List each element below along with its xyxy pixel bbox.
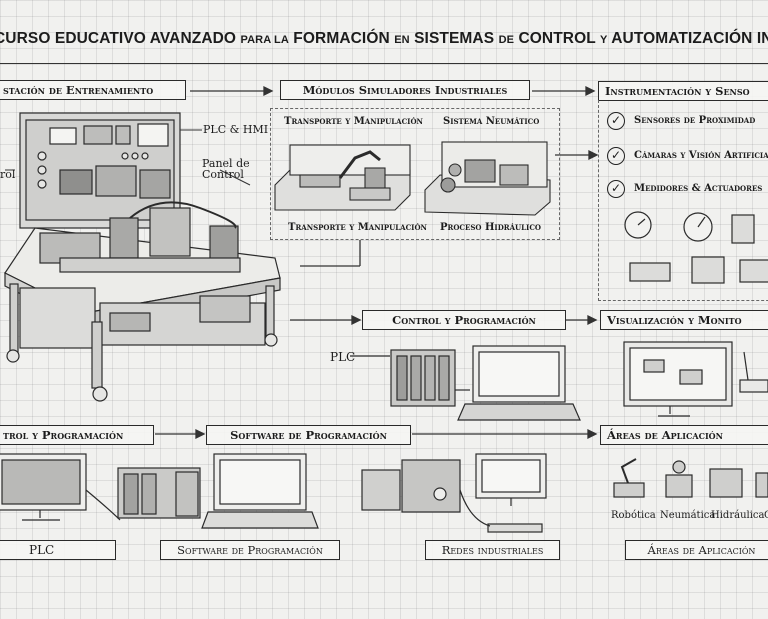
station-left-cut-label: rol xyxy=(0,168,15,181)
section-application-areas: Áreas de Aplicación xyxy=(600,425,768,445)
section-control-programming-left: trol y Programación xyxy=(0,425,154,445)
plc-label: PLC xyxy=(330,350,355,364)
module-top-left-label: Transporte y Manipulación xyxy=(284,116,423,127)
plc-laptop-illustration xyxy=(355,342,585,427)
control-panel-label-line2: Control xyxy=(202,169,250,180)
application-areas-illustration xyxy=(608,455,768,505)
module-bottom-left-label: Transporte y Manipulación xyxy=(288,222,427,233)
check-icon-proximity: ✓ xyxy=(607,112,625,130)
instrument-devices-illustration xyxy=(610,205,768,295)
bottom-areas-box: Áreas de Aplicación xyxy=(625,540,768,560)
bottom-software-box: Software de Programación xyxy=(160,540,340,560)
training-station-illustration xyxy=(0,108,290,408)
check-icon-gauges: ✓ xyxy=(607,180,625,198)
application-item-pneumatics: Neumática xyxy=(660,510,715,521)
bottom-equipment-illustration xyxy=(0,450,580,530)
application-item-robotics: Robótica xyxy=(611,510,656,521)
section-visualization: Visualización y Monito xyxy=(600,310,768,330)
control-panel-label: Panel de Control xyxy=(202,158,250,180)
instrument-item-gauges: Medidores & Actuadores xyxy=(634,183,762,194)
instrument-item-cameras: Cámaras y Visión Artificia xyxy=(634,150,768,161)
section-software: Software de Programación xyxy=(206,425,411,445)
instrument-item-proximity: Sensores de Proximidad xyxy=(634,115,755,126)
bottom-plc-box: PLC xyxy=(0,540,116,560)
simulator-modules-illustration xyxy=(270,130,560,220)
application-item-hydraulics: Hidráulica xyxy=(711,510,764,521)
bottom-networks-box: Redes industriales xyxy=(425,540,560,560)
check-icon-cameras: ✓ xyxy=(607,147,625,165)
application-item-cut: C xyxy=(764,510,768,521)
section-control-programming: Control y Programación xyxy=(362,310,566,330)
monitor-illustration xyxy=(620,340,768,420)
module-bottom-right-label: Proceso Hidráulico xyxy=(440,222,541,233)
plc-hmi-label: PLC & HMI xyxy=(203,123,268,136)
module-top-right-label: Sistema Neumático xyxy=(443,116,539,127)
